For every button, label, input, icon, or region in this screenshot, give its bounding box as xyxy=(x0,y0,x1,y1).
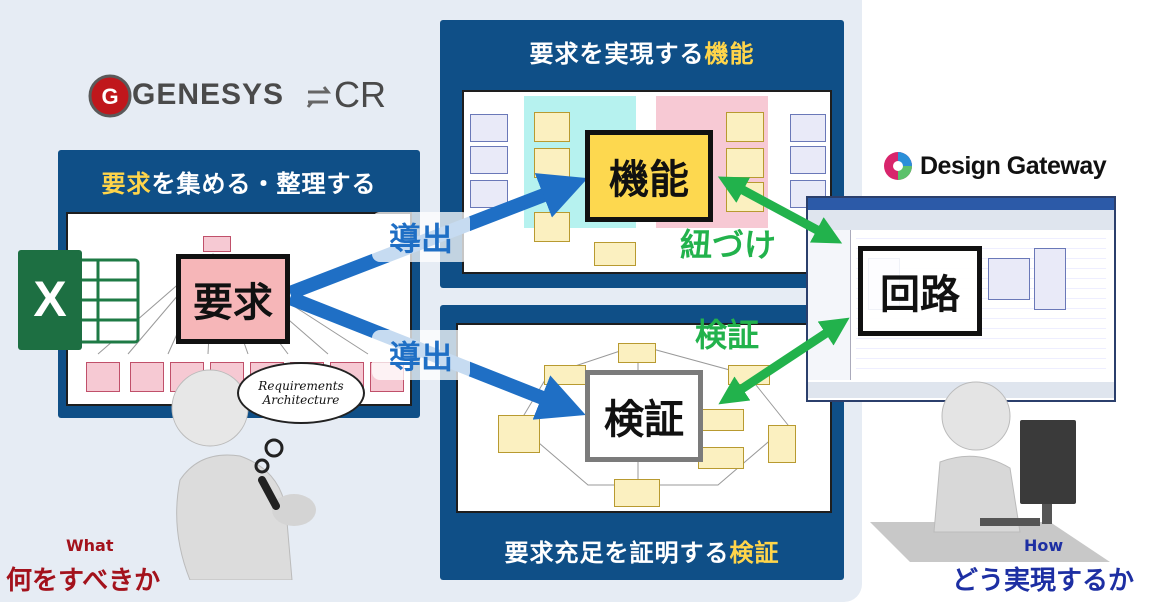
genesys-logo: G GENESYS CR xyxy=(88,74,388,120)
svg-text:X: X xyxy=(33,271,66,327)
derive-label-top: 導出 xyxy=(372,212,470,262)
excel-icon: X xyxy=(18,250,140,350)
function-node-label: 機能 xyxy=(609,157,689,203)
thought-bubble: Requirements Architecture xyxy=(237,362,365,424)
verify-arrow-verification-circuit xyxy=(718,317,850,405)
computer-person xyxy=(870,372,1140,572)
verify-label-text: 検証 xyxy=(694,316,759,354)
derive-label-top-text: 導出 xyxy=(388,220,453,258)
thought-bubble-line2: Architecture xyxy=(262,393,340,407)
genesys-logo-graphic: G xyxy=(88,74,332,118)
verification-title-highlight: 検証 xyxy=(729,539,780,567)
circuit-node-label: 回路 xyxy=(880,272,960,318)
function-node: 機能 xyxy=(585,130,713,222)
design-gateway-text: Design Gateway xyxy=(920,152,1107,180)
function-title-prefix: 要求を実現する xyxy=(529,40,705,68)
genesys-brand-text: GENESYS xyxy=(132,78,285,111)
computer-person-graphic xyxy=(870,381,1110,562)
verification-node: 検証 xyxy=(585,370,703,462)
design-gateway-icon xyxy=(884,152,912,180)
verify-label: 検証 xyxy=(682,308,772,358)
link-label-text: 紐づけ xyxy=(679,226,776,264)
genesys-suffix-text: CR xyxy=(334,74,386,115)
link-arrow-function-circuit xyxy=(717,176,843,244)
how-question: どう実現するか xyxy=(952,566,1135,596)
link-label: 紐づけ xyxy=(672,218,784,268)
requirements-panel-title: 要求を集める・整理する xyxy=(58,164,420,199)
design-gateway-logo: Design Gateway xyxy=(882,150,1132,186)
excel-icon-graphic: X xyxy=(18,250,140,350)
how-label: How xyxy=(1024,536,1064,555)
requirements-title-highlight: 要求 xyxy=(101,170,152,198)
function-title-highlight: 機能 xyxy=(704,40,755,68)
what-question: 何をすべきか xyxy=(6,566,161,596)
derive-label-bottom: 導出 xyxy=(372,330,470,380)
circuit-node: 回路 xyxy=(858,246,982,336)
requirements-title-rest: を集める・整理する xyxy=(151,170,377,198)
verification-title-prefix: 要求充足を証明する xyxy=(504,539,730,567)
function-panel-title: 要求を実現する機能 xyxy=(440,34,844,69)
verification-panel-title: 要求充足を証明する検証 xyxy=(440,533,844,568)
thought-bubble-line1: Requirements xyxy=(258,379,344,393)
requirement-node-label: 要求 xyxy=(193,280,273,326)
verification-node-label: 検証 xyxy=(604,397,684,443)
what-label: What xyxy=(66,536,114,555)
requirement-node: 要求 xyxy=(176,254,290,344)
svg-text:G: G xyxy=(101,84,118,109)
derive-label-bottom-text: 導出 xyxy=(388,338,453,376)
